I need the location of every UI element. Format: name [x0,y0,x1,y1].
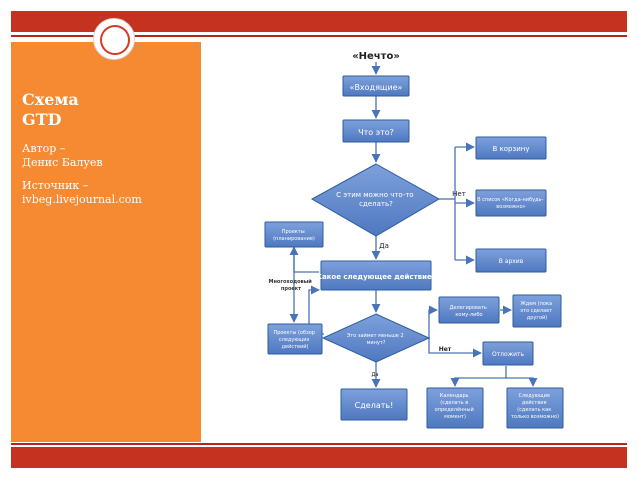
edge-label-yes-1: Да [379,242,389,250]
node-next-actions-line: действия [522,399,547,406]
node-next-actions-line: Следующие [518,393,549,399]
shapes [264,75,564,429]
edge-label-yes-2: Да [372,372,379,378]
node-do-box [340,388,408,421]
edge-defer-to-next-actions [506,377,538,387]
author-name: Денис Балуев [22,156,103,169]
node-delegate-line: Делегировать [450,305,487,311]
node-inbox-box [342,75,410,97]
node-next-box [320,260,432,291]
node-defer-box [482,341,534,366]
node-wait-line: это сделает [520,308,552,314]
node-inbox-label: «Входящие» [350,83,403,92]
node-next-label: Какое следующее действие? [316,273,436,281]
node-plan-label: Проекты (планирование) [273,229,315,242]
node-twomin-line: минут? [367,340,386,346]
node-someday-line: В список «Когда-нибудь- [477,197,543,203]
node-twomin-diamond [321,313,431,363]
node-do-label: Сделать! [355,401,394,410]
top-band [11,11,627,32]
node-calendar-line: момент) [444,414,466,420]
sidebar [11,42,201,442]
node-archive-box [475,248,547,273]
node-delegate-label: Делегировать кому-либо [450,305,489,318]
author-block: Автор – Денис Балуев [22,142,198,170]
edge-twomin-to-defer [428,338,482,358]
node-calendar-line: определённый [435,406,474,413]
node-someday-box [475,189,547,217]
title-line: Схема [22,90,79,109]
node-calendar-line: (сделать в [440,400,468,406]
edge-next-to-plan [289,246,319,273]
node-wait-box [512,294,562,328]
node-twomin-label: Это займет меньше 2 минут? [347,332,405,346]
node-next-actions-box [506,387,564,429]
node-someday-label: В список «Когда-нибудь- возможно» [477,197,545,210]
source-url: ivbeg.livejournal.com [22,193,142,206]
node-review-line: следующих [279,337,310,343]
node-review-label: Проекты (обзор следующих действий) [273,330,316,350]
node-plan-line: (планирование) [273,236,315,242]
node-archive-label: В архив [499,258,524,265]
edge-twomin-to-delegate [428,305,438,338]
slide-info: Автор – Денис Балуев Источник – ivbeg.li… [22,142,198,216]
node-review-line: действий) [282,343,309,350]
edge-defer-to-calendar [450,366,507,387]
bottom-rule [11,443,627,445]
node-trash-label: В корзину [493,145,530,153]
top-label: «Нечто» [352,51,400,62]
node-next-actions-label: Следующие действия (сделать как только в… [511,393,559,420]
node-someday-line: возможно» [496,204,525,210]
node-cando-label: С этим можно что-то сделать? [336,191,416,208]
node-twomin-line: Это займет меньше 2 [347,332,404,339]
node-delegate-box [438,296,500,324]
node-wait-label: Ждем (пока это сделает другой) [520,301,553,321]
gtd-flowchart: «Нечто» «Входящие» Что это? С этим можно… [264,51,564,429]
multistep-line: проект [281,286,301,292]
labels: «Нечто» «Входящие» Что это? С этим можно… [269,51,560,420]
author-label: Автор – [22,142,66,155]
node-plan-box [264,221,324,248]
node-what-box [342,119,410,143]
source-label: Источник – [22,179,89,192]
node-trash-box [475,136,547,160]
title-line: GTD [22,110,62,129]
node-calendar-box [426,387,484,429]
slide-title: Схема GTD [22,90,192,130]
node-calendar-line: Календарь [440,393,469,399]
circle-ornament-icon [93,18,135,60]
edge-label-no-1: Нет [452,190,466,198]
source-block: Источник – ivbeg.livejournal.com [22,179,198,207]
connectors [289,62,538,388]
node-review-box [267,323,323,355]
node-plan-line: Проекты [282,229,305,235]
node-next-actions-line: только возможно) [511,414,559,420]
top-rule [11,35,627,37]
node-review-line: Проекты (обзор [273,330,315,336]
node-wait-line: другой) [527,314,548,321]
node-calendar-label: Календарь (сделать в определённый момент… [435,393,476,420]
node-cando-line: сделать? [359,200,393,208]
multistep-line: Многоходовый [269,278,313,285]
edge-label-no-2: Нет [439,346,452,353]
node-cando-diamond [310,163,441,237]
node-wait-line: Ждем (пока [520,301,552,307]
node-next-actions-line: (сделать как [517,407,551,413]
node-delegate-line: кому-либо [455,312,482,318]
node-cando-line: С этим можно что-то [336,191,413,199]
bottom-band [11,447,627,468]
circle-ornament-ring [100,25,130,55]
node-what-label: Что это? [358,128,394,137]
node-defer-label: Отложить [492,351,525,358]
multistep-label: Многоходовый проект [269,278,314,292]
